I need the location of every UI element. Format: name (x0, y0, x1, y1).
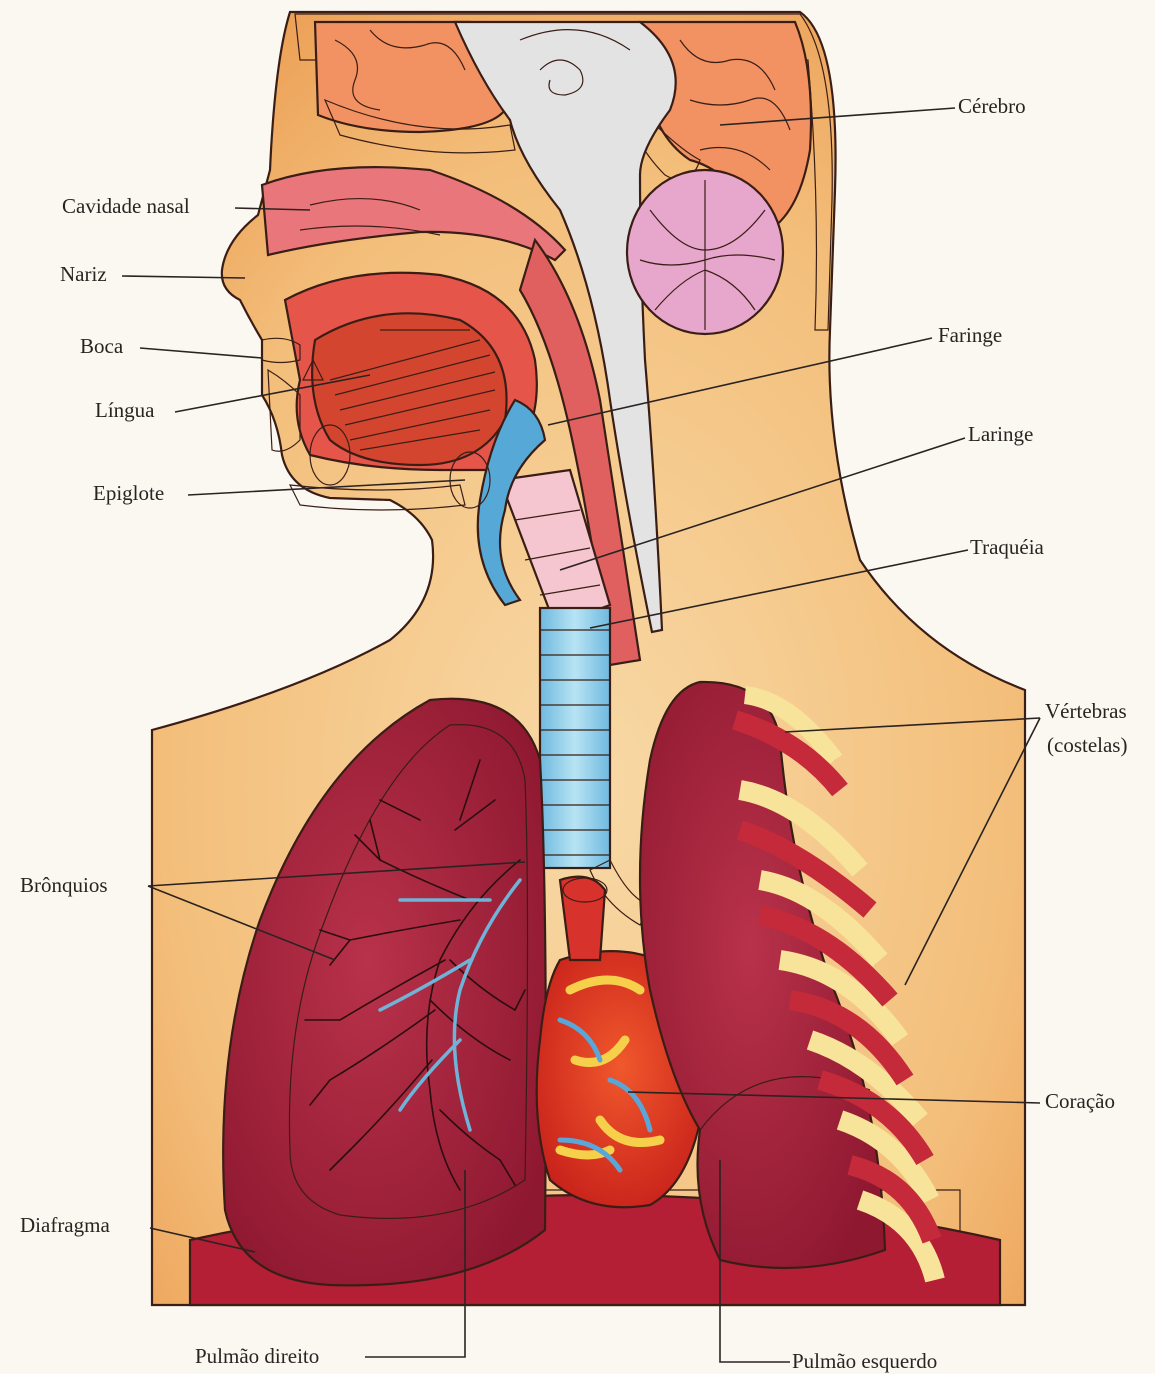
label-nariz: Nariz (60, 262, 107, 286)
label-lingua: Língua (95, 398, 155, 422)
label-boca: Boca (80, 334, 124, 358)
label-diafragma: Diafragma (20, 1213, 110, 1237)
label-traqueia: Traquéia (970, 535, 1045, 559)
label-bronquios: Brônquios (20, 873, 108, 897)
label-pulmao-esquerdo: Pulmão esquerdo (792, 1349, 937, 1373)
label-epiglote: Epiglote (93, 481, 164, 505)
label-vertebras: Vértebras (1045, 699, 1127, 723)
label-cavidade-nasal: Cavidade nasal (62, 194, 190, 218)
label-pulmao-direito: Pulmão direito (195, 1344, 319, 1368)
leader-boca (140, 348, 262, 358)
label-coracao: Coração (1045, 1089, 1115, 1113)
label-faringe: Faringe (938, 323, 1002, 347)
label-laringe: Laringe (968, 422, 1033, 446)
label-costelas: (costelas) (1047, 733, 1127, 757)
label-cerebro: Cérebro (958, 94, 1026, 118)
tongue (312, 313, 506, 465)
